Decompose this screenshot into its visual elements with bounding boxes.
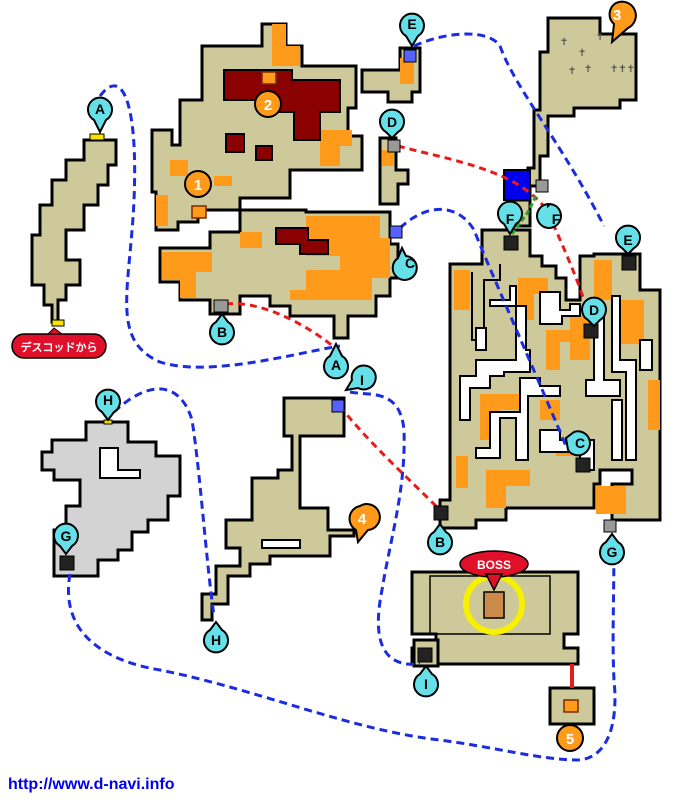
start-label: デスコッドから bbox=[11, 327, 107, 359]
chest-number-5: 5 bbox=[556, 724, 584, 752]
svg-text:H: H bbox=[211, 632, 221, 648]
svg-text:B: B bbox=[435, 534, 445, 550]
marker-i-2: I bbox=[413, 664, 439, 698]
boss-badge: BOSS bbox=[459, 550, 529, 592]
marker-f-2: F bbox=[536, 202, 562, 229]
room-middle bbox=[158, 208, 400, 340]
svg-text:I: I bbox=[360, 372, 364, 388]
svg-text:✝: ✝ bbox=[578, 48, 586, 59]
svg-text:B: B bbox=[217, 324, 227, 340]
svg-text:I: I bbox=[424, 676, 428, 692]
room-left-corridor bbox=[30, 133, 118, 327]
svg-text:D: D bbox=[387, 114, 397, 130]
room-boss bbox=[410, 570, 580, 666]
svg-text:E: E bbox=[407, 16, 416, 32]
marker-b-1: B bbox=[209, 312, 235, 346]
route-red-lines bbox=[225, 144, 586, 510]
marker-f-1: F bbox=[497, 200, 523, 236]
chest-number-1: 1 bbox=[184, 170, 212, 198]
svg-text:F: F bbox=[552, 211, 561, 227]
marker-h-1: H bbox=[95, 388, 121, 422]
svg-text:BOSS: BOSS bbox=[477, 558, 511, 572]
svg-text:4: 4 bbox=[358, 511, 367, 528]
svg-text:A: A bbox=[95, 101, 105, 117]
svg-text:G: G bbox=[607, 544, 618, 560]
svg-text:1: 1 bbox=[194, 177, 202, 194]
room-graveyard: ✝ ✝ ✝ ✝ ✝✝✝ ✝ bbox=[503, 16, 638, 228]
svg-text:E: E bbox=[623, 232, 632, 248]
marker-d-1: D bbox=[379, 108, 405, 140]
svg-text:H: H bbox=[103, 392, 113, 408]
marker-a-1: A bbox=[87, 96, 113, 135]
svg-text:2: 2 bbox=[264, 97, 272, 114]
room-gray bbox=[40, 419, 182, 578]
marker-g-1: G bbox=[53, 522, 79, 556]
marker-e-2: E bbox=[615, 224, 641, 256]
svg-text:G: G bbox=[61, 528, 72, 544]
route-lines bbox=[67, 32, 617, 762]
marker-b-2: B bbox=[427, 522, 453, 556]
room-5 bbox=[548, 664, 596, 726]
chest-number-2: 2 bbox=[254, 90, 282, 118]
svg-text:✝✝✝: ✝✝✝ bbox=[610, 64, 635, 75]
svg-text:✝: ✝ bbox=[584, 64, 592, 75]
marker-h-2: H bbox=[203, 620, 229, 654]
svg-text:デスコッドから: デスコッドから bbox=[21, 340, 98, 354]
svg-text:✝: ✝ bbox=[596, 32, 604, 43]
route-green-f bbox=[510, 195, 538, 235]
marker-c-1: C bbox=[391, 245, 418, 281]
svg-text:5: 5 bbox=[566, 731, 574, 748]
svg-text:F: F bbox=[506, 211, 515, 227]
marker-c-2: C bbox=[564, 430, 591, 457]
marker-d-2: D bbox=[581, 296, 607, 328]
svg-text:✝: ✝ bbox=[568, 66, 576, 77]
marker-a-2: A bbox=[323, 341, 349, 380]
stairs-icon bbox=[59, 49, 637, 663]
room-maze bbox=[438, 228, 662, 530]
svg-text:C: C bbox=[405, 255, 415, 271]
marker-g-2: G bbox=[599, 532, 625, 566]
marker-i-1: I bbox=[344, 364, 377, 392]
svg-text:✝: ✝ bbox=[560, 37, 568, 48]
svg-text:D: D bbox=[589, 302, 599, 318]
room-central-lower bbox=[200, 396, 356, 622]
marker-e-1: E bbox=[399, 12, 425, 48]
chest-number-3: 3 bbox=[608, 0, 637, 45]
svg-text:3: 3 bbox=[613, 7, 621, 24]
svg-text:A: A bbox=[331, 357, 341, 373]
treasure-chest-icon bbox=[191, 71, 579, 713]
site-url[interactable]: http://www.d-navi.info bbox=[8, 776, 175, 793]
room-upper-left bbox=[150, 22, 364, 232]
chest-number-4: 4 bbox=[348, 503, 381, 545]
svg-text:C: C bbox=[575, 435, 585, 451]
